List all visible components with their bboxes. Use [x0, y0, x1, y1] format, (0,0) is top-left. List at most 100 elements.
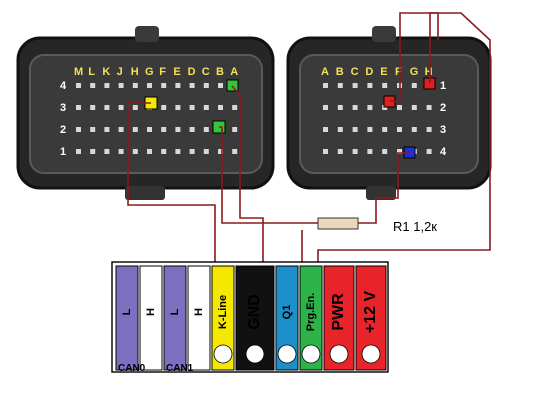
terminal-block — [211, 265, 235, 371]
pin — [411, 83, 417, 88]
left-row-label: 2 — [60, 124, 66, 136]
terminal-screw — [361, 344, 381, 364]
terminal-block — [163, 265, 187, 371]
left-col-label: K — [102, 66, 110, 78]
left-col-label: H — [131, 66, 139, 78]
left-col-label: L — [88, 66, 95, 78]
terminal-block — [275, 265, 299, 371]
pin — [90, 149, 96, 154]
left-row-label: 1 — [60, 146, 66, 158]
wires — [127, 12, 491, 262]
right-row-label: 2 — [440, 102, 446, 114]
wire-to-resistor — [219, 126, 318, 224]
pin — [104, 127, 110, 132]
pin-highlight-green-a — [226, 79, 239, 92]
pin — [218, 83, 223, 88]
pin — [161, 127, 167, 132]
pin — [189, 105, 195, 110]
wire-red — [390, 12, 439, 102]
pin — [118, 83, 124, 88]
left-row-label: 3 — [60, 102, 66, 114]
pin — [189, 127, 195, 132]
right-col-label: G — [410, 66, 419, 78]
terminal-label: PWR — [330, 293, 347, 331]
right-col-label: C — [351, 66, 359, 78]
terminal-label: +12 V — [362, 291, 379, 334]
pin — [232, 127, 238, 132]
pin — [132, 127, 138, 132]
pin — [104, 105, 110, 110]
right-latch — [372, 26, 396, 42]
resistor-label: R1 1,2к — [393, 219, 437, 234]
can0-label: CAN0 — [118, 363, 146, 374]
pin — [352, 105, 358, 110]
pin — [397, 149, 402, 154]
left-col-label: M — [74, 66, 83, 78]
terminal-label: K-Line — [217, 295, 229, 329]
can1-label: CAN1 — [166, 363, 194, 374]
pin — [411, 105, 417, 110]
pin — [426, 149, 432, 154]
pin — [232, 105, 238, 110]
wire-blue — [358, 152, 410, 224]
terminal-screw — [277, 344, 297, 364]
pin — [337, 105, 343, 110]
pin — [147, 127, 152, 132]
pin — [382, 83, 388, 88]
pin — [175, 83, 181, 88]
left-col-label: E — [173, 66, 180, 78]
pin — [76, 149, 81, 154]
right-col-label: E — [380, 66, 387, 78]
pin — [132, 105, 138, 110]
pin — [323, 83, 328, 88]
terminal-screw — [213, 344, 233, 364]
terminal-screw — [245, 344, 265, 364]
pin — [382, 127, 388, 132]
right-foot — [366, 186, 396, 200]
pin — [352, 149, 358, 154]
right-row-label: 1 — [440, 80, 446, 92]
terminal-label: L — [121, 308, 133, 315]
pin — [104, 149, 110, 154]
right-col-label: H — [425, 66, 433, 78]
pin — [104, 83, 110, 88]
left-col-label: A — [230, 66, 238, 78]
pin — [90, 83, 96, 88]
left-row-label: 4 — [60, 80, 67, 92]
pin — [337, 149, 343, 154]
terminal-block — [187, 265, 211, 371]
terminal-screw — [301, 344, 321, 364]
wire-gnd — [231, 85, 264, 262]
left-latch — [135, 26, 159, 42]
pin — [175, 105, 181, 110]
left-foot — [125, 186, 165, 200]
pin — [203, 105, 209, 110]
left-col-label: C — [202, 66, 210, 78]
pin — [323, 127, 328, 132]
terminal-label: Prg.En. — [305, 293, 317, 332]
pin — [397, 127, 402, 132]
pin — [367, 83, 373, 88]
left-col-label: B — [216, 66, 224, 78]
pin — [90, 127, 96, 132]
pin — [76, 83, 81, 88]
wire-kline — [127, 102, 216, 262]
pin — [118, 149, 124, 154]
pin — [337, 83, 343, 88]
pin — [147, 83, 152, 88]
pin — [161, 149, 167, 154]
terminal-screw — [329, 344, 349, 364]
terminal-label: GND — [246, 294, 263, 330]
right-col-label: F — [395, 66, 402, 78]
pin — [175, 149, 181, 154]
left-col-label: D — [188, 66, 196, 78]
pin — [411, 127, 417, 132]
pin — [203, 127, 209, 132]
terminal-block — [115, 265, 139, 371]
pin — [118, 127, 124, 132]
pin — [76, 105, 81, 110]
pin — [426, 105, 432, 110]
right-connector — [286, 26, 492, 200]
